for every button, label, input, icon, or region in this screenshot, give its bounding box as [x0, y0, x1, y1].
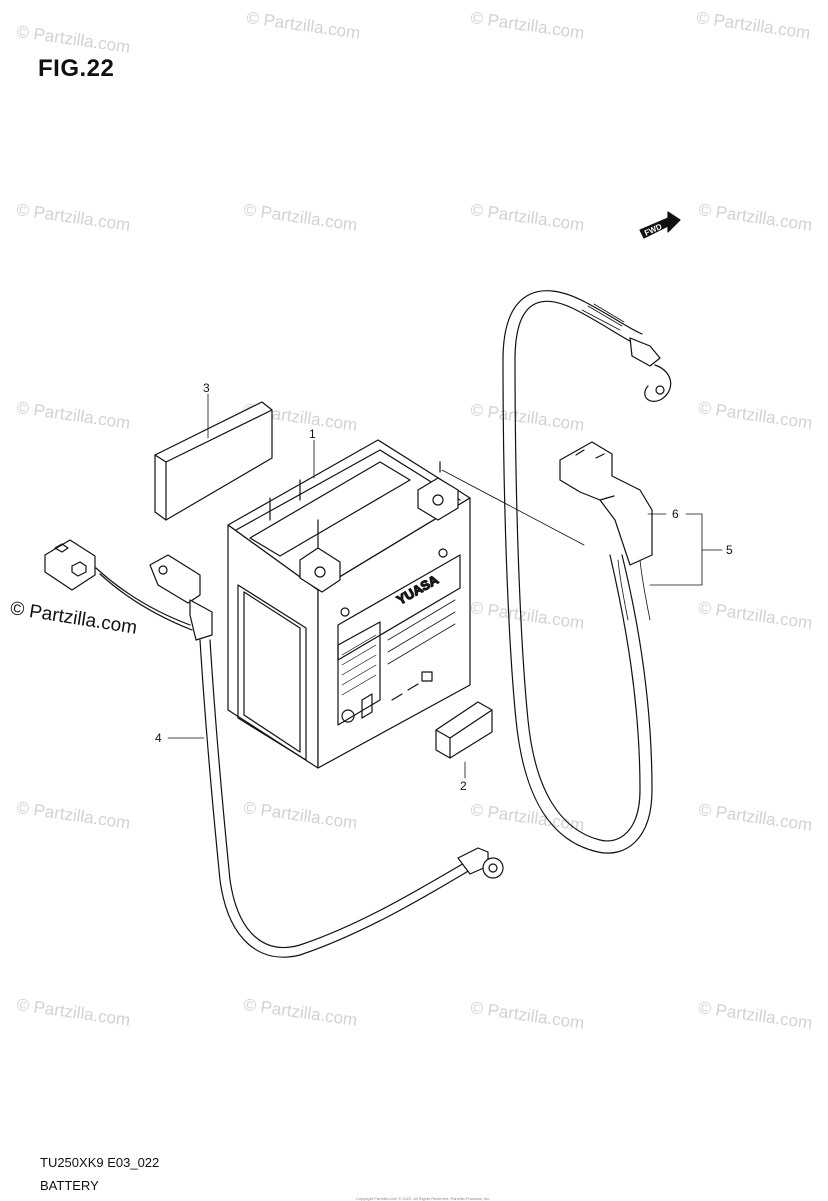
copyright-note: Copyright Partzilla.com © 2022. All Righ…	[356, 1196, 491, 1201]
section-name: BATTERY	[40, 1178, 99, 1193]
callout-leaders	[167, 393, 723, 779]
part-1-battery	[227, 439, 585, 769]
fwd-arrow-icon	[639, 211, 681, 239]
part-2-pad	[435, 701, 493, 759]
fwd-label: FWD	[643, 222, 664, 238]
part-5-positive-cable	[502, 290, 672, 854]
callout-2: 2	[460, 779, 467, 793]
part-4-negative-cable	[44, 539, 504, 958]
callout-5: 5	[726, 543, 733, 557]
model-code: TU250XK9 E03_022	[40, 1155, 160, 1170]
callout-3: 3	[203, 381, 210, 395]
callout-1: 1	[309, 427, 316, 441]
part-3-pad	[154, 401, 273, 521]
callout-6: 6	[672, 507, 679, 521]
callout-4: 4	[155, 731, 162, 745]
figure-title: FIG.22	[38, 55, 115, 82]
